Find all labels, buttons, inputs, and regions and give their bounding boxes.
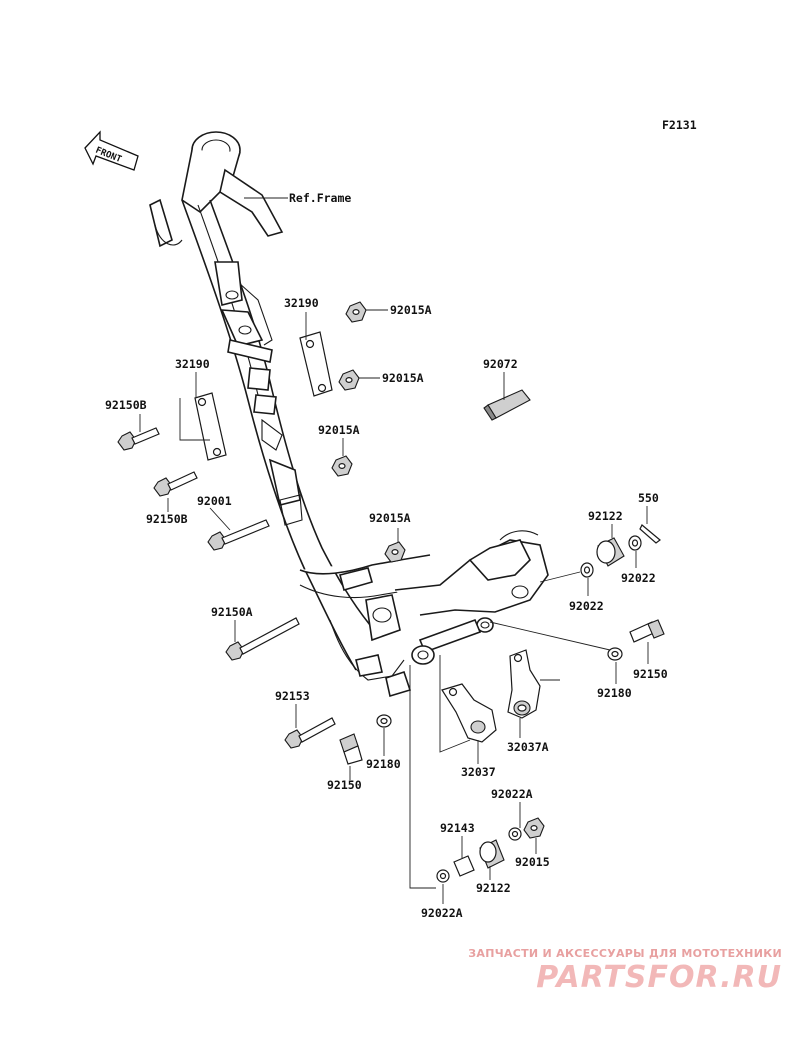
label-92180-center: 92180	[366, 757, 401, 771]
label-92150B-2: 92150B	[146, 512, 188, 526]
motorcycle-frame	[149, 131, 549, 698]
diagram-code: F2131	[662, 118, 697, 132]
washer-92022-right	[628, 535, 642, 551]
bolt-92001	[207, 519, 270, 551]
label-92150-center: 92150	[327, 778, 362, 792]
label-92072: 92072	[483, 357, 518, 371]
bolt-92150-right	[629, 619, 665, 643]
cotter-pin-550	[639, 524, 661, 544]
bolt-92150-center	[339, 733, 363, 765]
label-92015A-1: 92015A	[390, 303, 432, 317]
nut-92015-lower	[523, 817, 545, 839]
washer-92180-center	[376, 714, 392, 728]
bolt-92150B-upper	[117, 427, 160, 451]
label-550: 550	[638, 491, 659, 505]
label-92022A-lower: 92022A	[421, 906, 463, 920]
label-92001: 92001	[197, 494, 232, 508]
label-92022A-upper: 92022A	[491, 787, 533, 801]
washer-92180-right	[607, 647, 623, 661]
nut-92015A-3	[331, 455, 353, 477]
label-92015A-2: 92015A	[382, 371, 424, 385]
label-92122-upper: 92122	[588, 509, 623, 523]
engine-mount-plate-32190-lower	[194, 392, 227, 461]
sleeve-92143	[453, 855, 475, 877]
label-92150A: 92150A	[211, 605, 253, 619]
engine-bracket-32037A	[507, 649, 541, 719]
label-92180-right: 92180	[597, 686, 632, 700]
label-92015A-3: 92015A	[318, 423, 360, 437]
nut-92015A-1	[345, 301, 367, 323]
bolt-92150B-lower	[153, 471, 198, 497]
washer-92022A-lower	[436, 869, 450, 883]
watermark-tagline: ЗАПЧАСТИ И АКСЕССУАРЫ ДЛЯ МОТОТЕХНИКИ	[468, 947, 782, 960]
label-92150B-1: 92150B	[105, 398, 147, 412]
watermark-brand-logo: PARTSFOR.RU	[536, 960, 782, 995]
collar-92122-upper	[596, 537, 625, 567]
watermark: ЗАПЧАСТИ И АКСЕССУАРЫ ДЛЯ МОТОТЕХНИКИ PA…	[468, 947, 782, 995]
band-92072	[483, 389, 531, 421]
washer-92022-left	[580, 562, 594, 578]
engine-mount-plate-32190-upper	[299, 331, 333, 397]
bolt-92150A	[225, 617, 300, 661]
collar-92122-lower	[479, 839, 505, 869]
label-92022-left: 92022	[569, 599, 604, 613]
label-92122-lower: 92122	[476, 881, 511, 895]
label-32037: 32037	[461, 765, 496, 779]
label-92153: 92153	[275, 689, 310, 703]
washer-92022A-upper	[508, 827, 522, 841]
label-92150-right: 92150	[633, 667, 668, 681]
label-32190-lower: 32190	[175, 357, 210, 371]
nut-92015A-2	[338, 369, 360, 391]
leader-lines	[139, 197, 649, 904]
label-92015A-4: 92015A	[369, 511, 411, 525]
nut-92015A-4	[384, 541, 406, 563]
engine-bracket-32037	[441, 683, 497, 743]
front-arrow-icon: FRONT	[84, 130, 139, 171]
label-92022-right: 92022	[621, 571, 656, 585]
ref-frame-label: Ref.Frame	[289, 191, 351, 205]
label-32190-upper: 32190	[284, 296, 319, 310]
label-92015: 92015	[515, 855, 550, 869]
bolt-92153	[284, 717, 336, 749]
label-32037A: 32037A	[507, 740, 549, 754]
label-92143: 92143	[440, 821, 475, 835]
